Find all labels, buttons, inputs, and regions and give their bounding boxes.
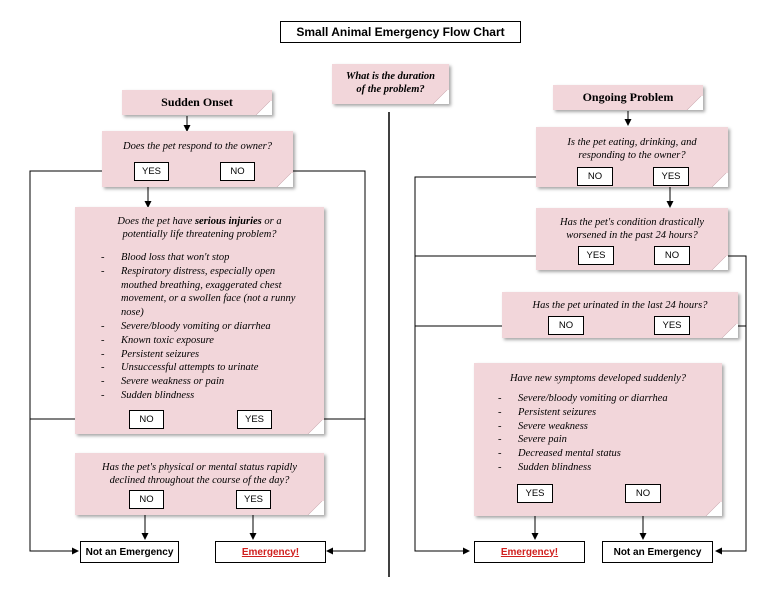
right-q1-line2: responding to the owner? — [578, 150, 686, 161]
list-item: Severe/bloody vomiting or diarrhea — [494, 392, 722, 406]
right-q3-note: Has the pet urinated in the last 24 hour… — [502, 292, 738, 338]
list-item: Severe weakness or pain — [97, 375, 307, 389]
list-item: Sudden blindness — [97, 389, 307, 403]
chart-title: Small Animal Emergency Flow Chart — [280, 21, 521, 43]
right-q3-yes-button[interactable]: YES — [654, 316, 690, 335]
left-q3-yes-button[interactable]: YES — [236, 490, 271, 509]
left-q2-line2: potentially life threatening problem? — [122, 229, 277, 240]
left-q1-text: Does the pet respond to the owner? — [123, 141, 272, 152]
list-item: Persistent seizures — [494, 406, 722, 420]
list-item: Sudden blindness — [494, 461, 722, 475]
left-q1-no-button[interactable]: NO — [220, 162, 255, 181]
left-q2-line1-bold: serious injuries — [194, 216, 262, 227]
right-not-emergency-result: Not an Emergency — [602, 541, 713, 563]
list-item: Persistent seizures — [97, 348, 307, 362]
left-q2-no-button[interactable]: NO — [129, 410, 164, 429]
right-q4-text: Have new symptoms developed suddenly? — [509, 373, 687, 384]
list-item: Decreased mental status — [494, 447, 722, 461]
left-q3-line1: Has the pet's physical or mental status … — [101, 462, 298, 473]
center-question-note: What is the duration of the problem? — [332, 64, 449, 104]
left-not-emergency-result: Not an Emergency — [80, 541, 179, 563]
right-q1-yes-button[interactable]: YES — [653, 167, 689, 186]
right-q2-line1: Has the pet's condition drastically — [560, 217, 704, 228]
list-item: Severe pain — [494, 433, 722, 447]
list-item: Severe weakness — [494, 420, 722, 434]
right-q4-yes-button[interactable]: YES — [517, 484, 553, 503]
left-q2-note: Does the pet have serious injuries or a … — [75, 207, 324, 434]
list-item: Blood loss that won't stop — [97, 251, 307, 265]
left-q2-list: Blood loss that won't stop Respiratory d… — [75, 251, 307, 403]
left-q3-line2: declined throughout the course of the da… — [109, 475, 290, 486]
right-q4-note: Have new symptoms developed suddenly? Se… — [474, 363, 722, 516]
left-q1-yes-button[interactable]: YES — [134, 162, 169, 181]
right-emergency-result: Emergency! — [474, 541, 585, 563]
list-item: Unsuccessful attempts to urinate — [97, 361, 307, 375]
left-q1-note: Does the pet respond to the owner? — [102, 131, 293, 187]
center-question-line1: What is the duration — [346, 71, 435, 82]
right-q2-no-button[interactable]: NO — [654, 246, 690, 265]
right-q1-no-button[interactable]: NO — [577, 167, 613, 186]
left-q2-yes-button[interactable]: YES — [237, 410, 272, 429]
list-item: Respiratory distress, especially open mo… — [97, 265, 307, 320]
right-q2-note: Has the pet's condition drastically wors… — [536, 208, 728, 270]
left-q3-no-button[interactable]: NO — [129, 490, 164, 509]
center-question-line2: of the problem? — [356, 84, 425, 95]
right-q4-list: Severe/bloody vomiting or diarrhea Persi… — [474, 392, 722, 475]
right-q4-no-button[interactable]: NO — [625, 484, 661, 503]
sudden-onset-header: Sudden Onset — [122, 90, 272, 115]
right-q2-yes-button[interactable]: YES — [578, 246, 614, 265]
right-q1-line1: Is the pet eating, drinking, and — [567, 137, 697, 148]
list-item: Severe/bloody vomiting or diarrhea — [97, 320, 307, 334]
right-q2-line2: worsened in the past 24 hours? — [566, 230, 698, 241]
left-q2-line1: Does the pet have serious injuries or a — [75, 215, 324, 228]
left-emergency-result: Emergency! — [215, 541, 326, 563]
right-q1-note: Is the pet eating, drinking, and respond… — [536, 127, 728, 187]
right-q3-text: Has the pet urinated in the last 24 hour… — [532, 300, 708, 311]
list-item: Known toxic exposure — [97, 334, 307, 348]
right-q3-no-button[interactable]: NO — [548, 316, 584, 335]
left-q2-line1-post: or a — [261, 216, 282, 227]
left-q3-note: Has the pet's physical or mental status … — [75, 453, 324, 515]
ongoing-problem-header: Ongoing Problem — [553, 85, 703, 110]
left-q2-line1-pre: Does the pet have — [117, 216, 195, 227]
